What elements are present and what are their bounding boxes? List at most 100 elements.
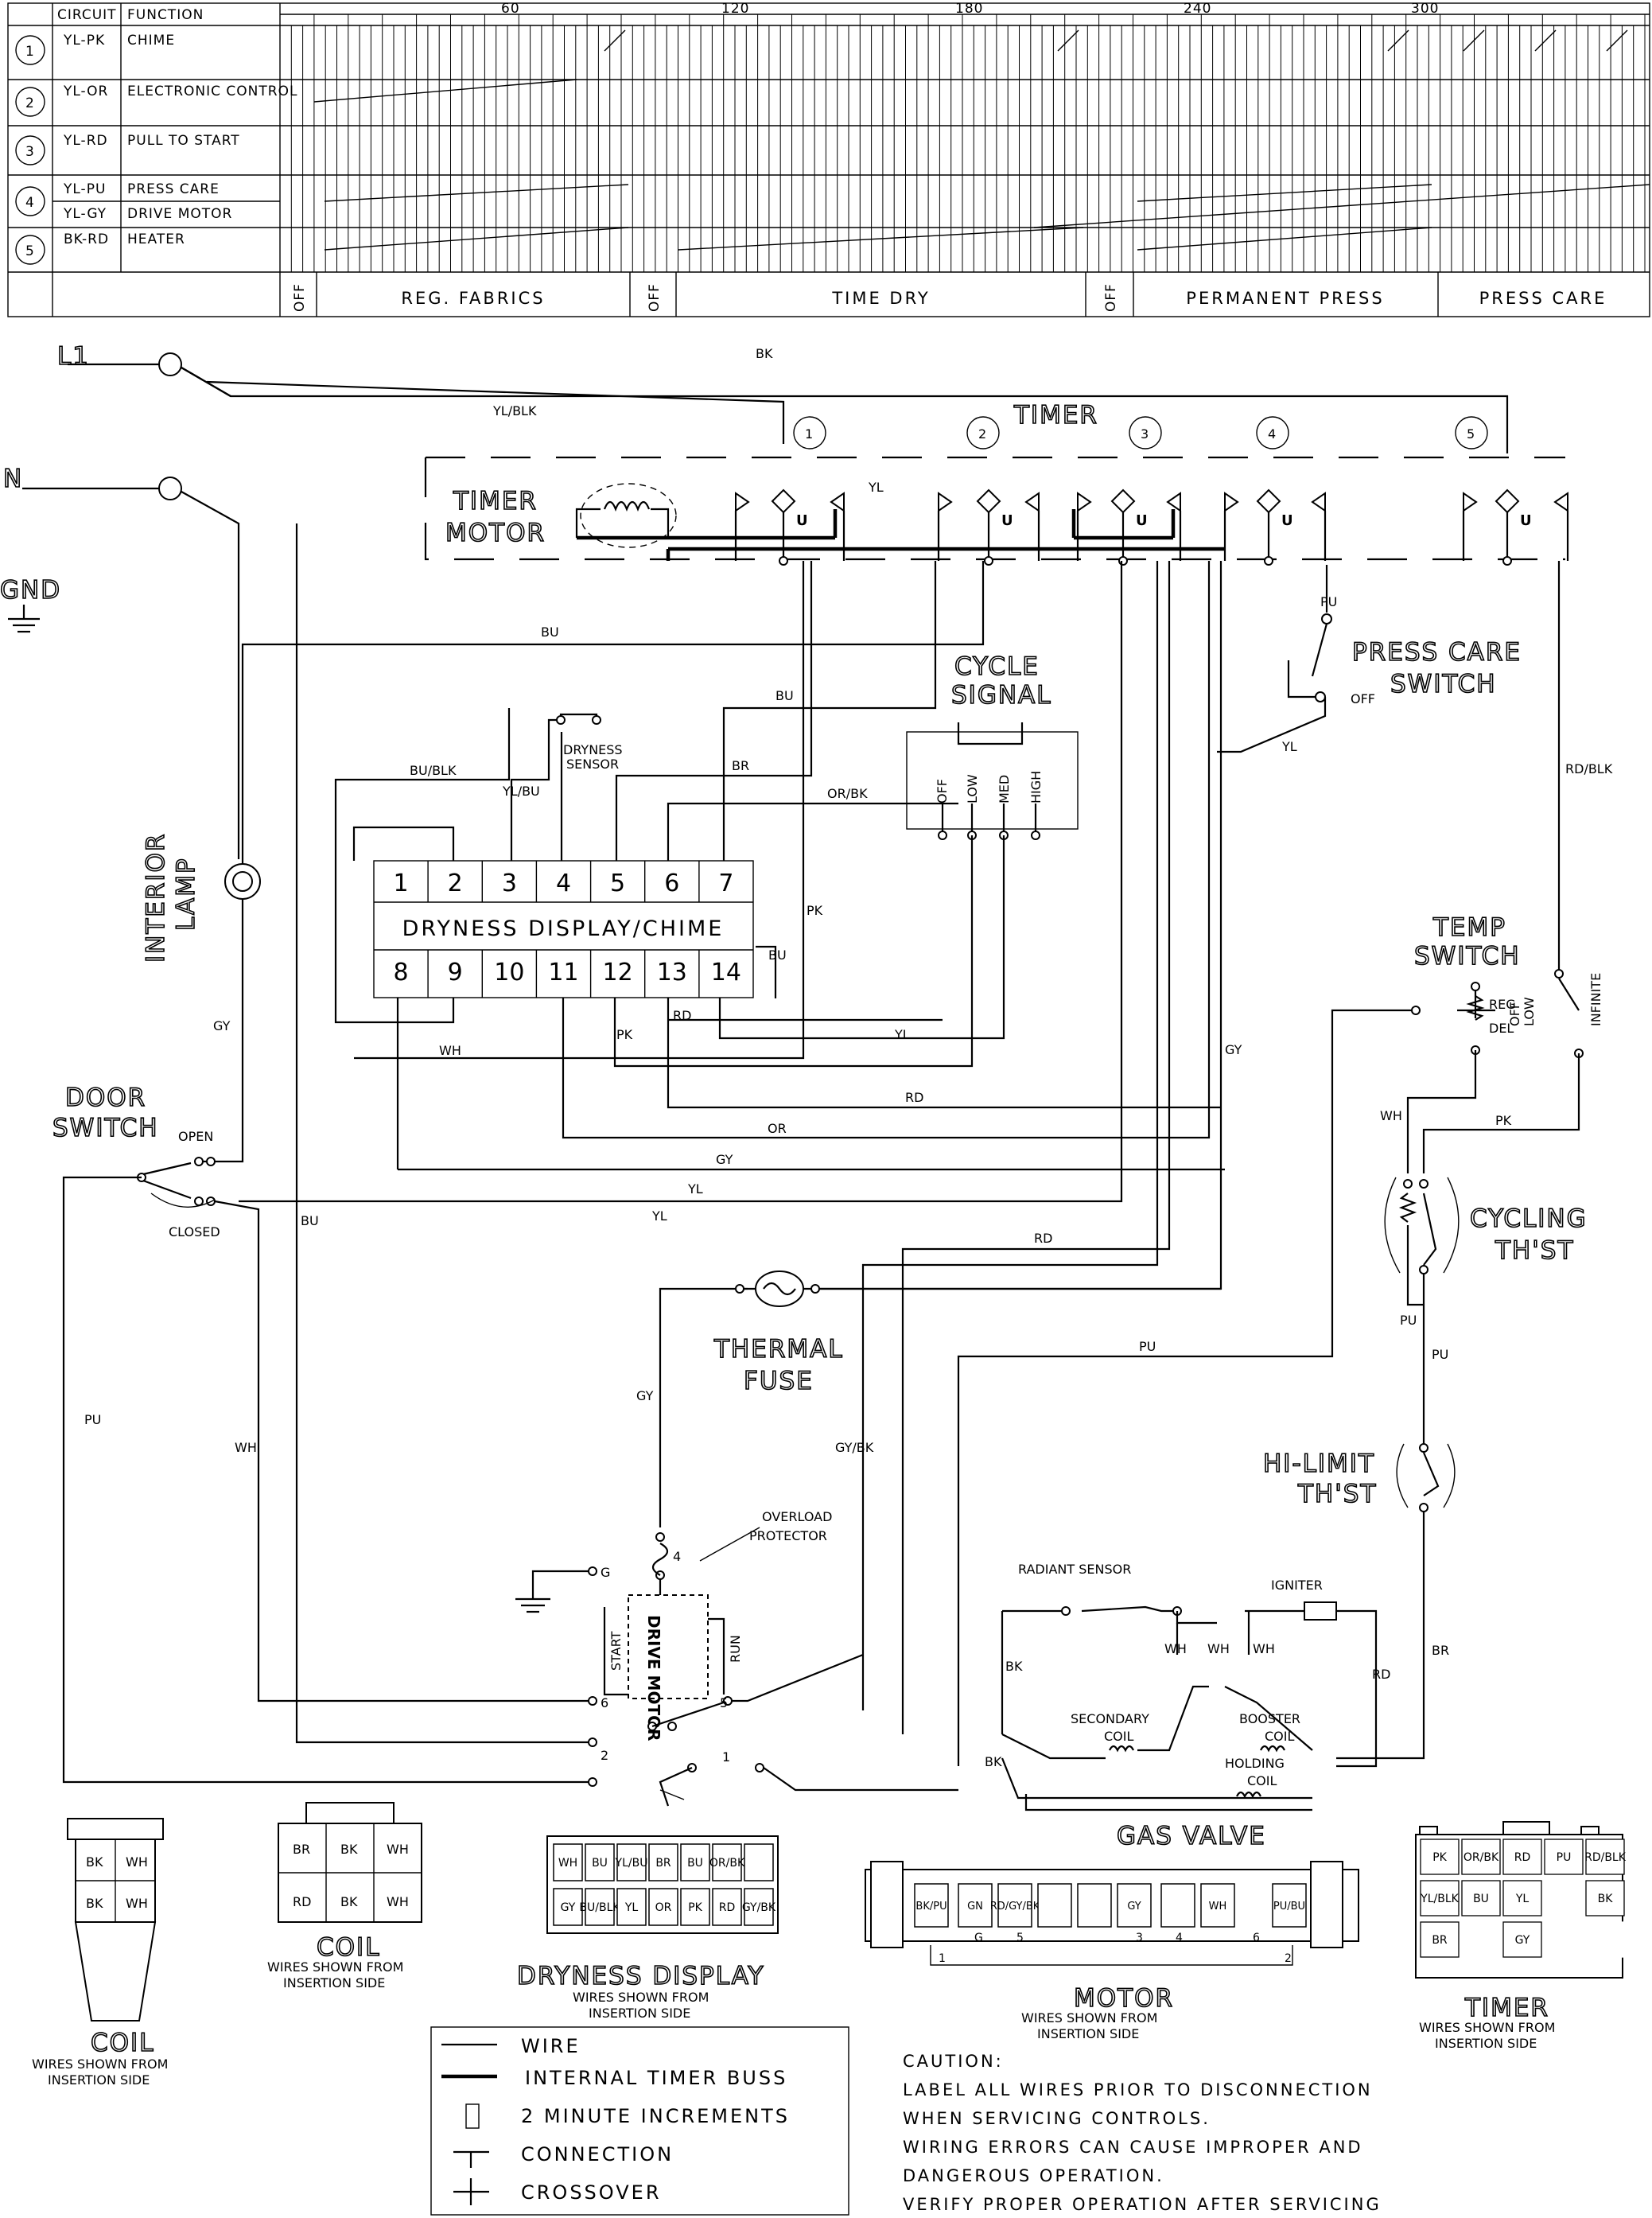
cycle-press-care: PRESS CARE (1479, 289, 1607, 308)
dd-top-cell (648, 1843, 678, 1881)
coil-mid-sub-2: INSERTION SIDE (283, 1975, 385, 1990)
holding-coil-2: COIL (1247, 1773, 1277, 1788)
timer-cell (1420, 1839, 1460, 1875)
timer-conn-sub-1: WIRES SHOWN FROM (1419, 2020, 1555, 2035)
dd-top-cell (553, 1843, 583, 1881)
timer-contact-left (938, 492, 953, 512)
timer-cell-label: GY (1515, 1934, 1530, 1947)
display-pin-11: 11 (548, 959, 578, 986)
motor-pin-6: 6 (1253, 1932, 1260, 1944)
dd-bot-label: YL (624, 1901, 639, 1914)
contact-u-label: U (1136, 512, 1148, 529)
caution-5: VERIFY PROPER OPERATION AFTER SERVICING (903, 2195, 1382, 2214)
dd-bot-cell (585, 1888, 615, 1926)
motor-cell (958, 1883, 993, 1928)
hi-limit-1: HI-LIMIT (1263, 1449, 1375, 1478)
row-2-circuit: YL-OR (63, 84, 108, 99)
contact-5: 5 (1467, 426, 1475, 442)
motor-cell (997, 1883, 1032, 1928)
timer-cell (1502, 1880, 1542, 1916)
dd-top-cell (712, 1843, 742, 1881)
timer-cell-label: RD/BLK (1584, 1851, 1627, 1864)
motor-cell (1200, 1883, 1235, 1928)
coil-m-c6: WH (387, 1894, 409, 1909)
dd-top-cell (680, 1843, 710, 1881)
coil-l-c4: WH (126, 1896, 148, 1911)
motor-cell (914, 1883, 949, 1928)
timer-label: TIMER (1013, 401, 1098, 430)
row-3-num: 3 (25, 144, 35, 160)
dd-bot-cell (712, 1888, 742, 1926)
wire-pu-door: PU (84, 1412, 101, 1427)
motor-conn-title: MOTOR (1074, 1984, 1174, 2013)
display-pin-6: 6 (664, 870, 679, 897)
wire-yl-blk: YL/BLK (492, 403, 537, 418)
wire-yl-bu: YL/BU (502, 784, 540, 799)
contact-2: 2 (978, 426, 986, 442)
wire-wh-disp: WH (439, 1043, 461, 1058)
wire-pu-1: PU (1139, 1339, 1156, 1354)
wire-bk-l1: BK (756, 346, 773, 361)
timer-contact-right (1024, 492, 1040, 512)
coil-l-c2: WH (126, 1854, 148, 1870)
motor-cell-label: GN (967, 1901, 983, 1913)
timer-contact-right (1553, 492, 1568, 512)
timer-cam-1 (771, 488, 796, 514)
wire-bu-n: BU (301, 1213, 319, 1228)
drive-motor-label: DRIVE MOTOR (644, 1615, 663, 1741)
display-pin-13: 13 (657, 959, 687, 986)
tick-240: 240 (1184, 1, 1211, 17)
timer-ramp (1463, 29, 1485, 52)
timer-cell (1502, 1921, 1542, 1958)
row-5-num: 5 (25, 243, 35, 259)
dd-sub-1: WIRES SHOWN FROM (573, 1990, 709, 2005)
dd-top-cell (744, 1843, 774, 1881)
motor-cell (1272, 1883, 1307, 1928)
gas-valve: RADIANT SENSOR IGNITER BK WH WH RD WH SE… (985, 1562, 1390, 1851)
display-pin-5: 5 (610, 870, 625, 897)
dd-top-label: OR/BK (709, 1857, 745, 1870)
coil-l-c1: BK (86, 1854, 103, 1870)
timer-cell (1502, 1839, 1542, 1875)
interior-lamp-1: INTERIOR (142, 833, 170, 963)
timer-terminal (984, 556, 993, 566)
term-4: 4 (673, 1549, 681, 1564)
radiant-sensor-label: RADIANT SENSOR (1018, 1562, 1131, 1577)
press-care-switch: PU OFF YL PRESS CARE SWITCH (1217, 565, 1521, 754)
wire-bu-1: BU (541, 625, 559, 640)
coil-left-sub-2: INSERTION SIDE (48, 2072, 150, 2088)
wire-wh-temp: WH (1380, 1108, 1402, 1123)
contact-u-label: U (1520, 512, 1532, 529)
timer-cell-label: RD (1514, 1851, 1531, 1864)
motor-pin-2: 2 (1285, 1952, 1292, 1965)
timer-ramp (1137, 227, 1432, 251)
dd-bot-label: RD (719, 1901, 736, 1914)
dd-bot-cell (648, 1888, 678, 1926)
thermal-fuse: THERMAL FUSE (713, 1270, 1221, 1396)
n-label: N (3, 465, 23, 493)
row-2-function: ELECTRONIC CONTROL (127, 84, 297, 99)
dd-top-label: YL/BU (615, 1857, 648, 1870)
legend-increments: 2 MINUTE INCREMENTS (521, 2105, 790, 2127)
wire-pk-disp: PK (616, 1027, 633, 1042)
timer-contact-right (1311, 492, 1326, 512)
row-4-function: PRESS CARE (127, 181, 220, 197)
display-pin-14: 14 (711, 959, 741, 986)
cs-med: MED (997, 775, 1012, 804)
timer-ramp (1534, 29, 1557, 52)
timer-cell-label: PK (1432, 1851, 1447, 1864)
timer-cell-label: OR/BK (1463, 1851, 1499, 1864)
coil-m-c3: WH (387, 1842, 409, 1857)
coil-l-c3: BK (86, 1896, 103, 1911)
timer-contact-left (1077, 492, 1092, 512)
timer-terminal (1264, 556, 1273, 566)
timer-ramp (1606, 29, 1628, 52)
legend-connection: CONNECTION (521, 2143, 674, 2165)
tick-300: 300 (1411, 1, 1439, 17)
row-3-circuit: YL-RD (63, 133, 108, 149)
display-pin-8: 8 (394, 959, 409, 986)
door-switch: DOOR SWITCH OPEN CLOSED PU WH (52, 1083, 593, 1784)
timer-cell (1544, 1921, 1584, 1958)
wire-yl-timer: YL (868, 480, 884, 495)
